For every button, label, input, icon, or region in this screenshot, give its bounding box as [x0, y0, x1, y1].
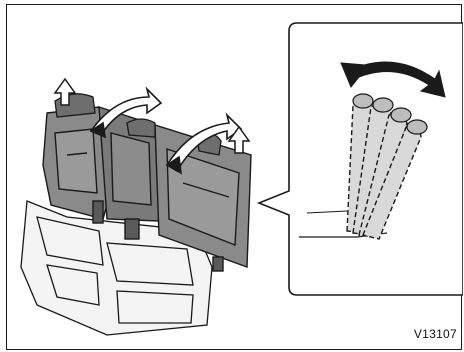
- detail-callout: [259, 23, 463, 295]
- illustration-frame: V13107: [6, 4, 462, 350]
- figure-code: V13107: [414, 327, 457, 341]
- seat-illustration: [7, 5, 463, 351]
- headrest-center: [127, 119, 155, 137]
